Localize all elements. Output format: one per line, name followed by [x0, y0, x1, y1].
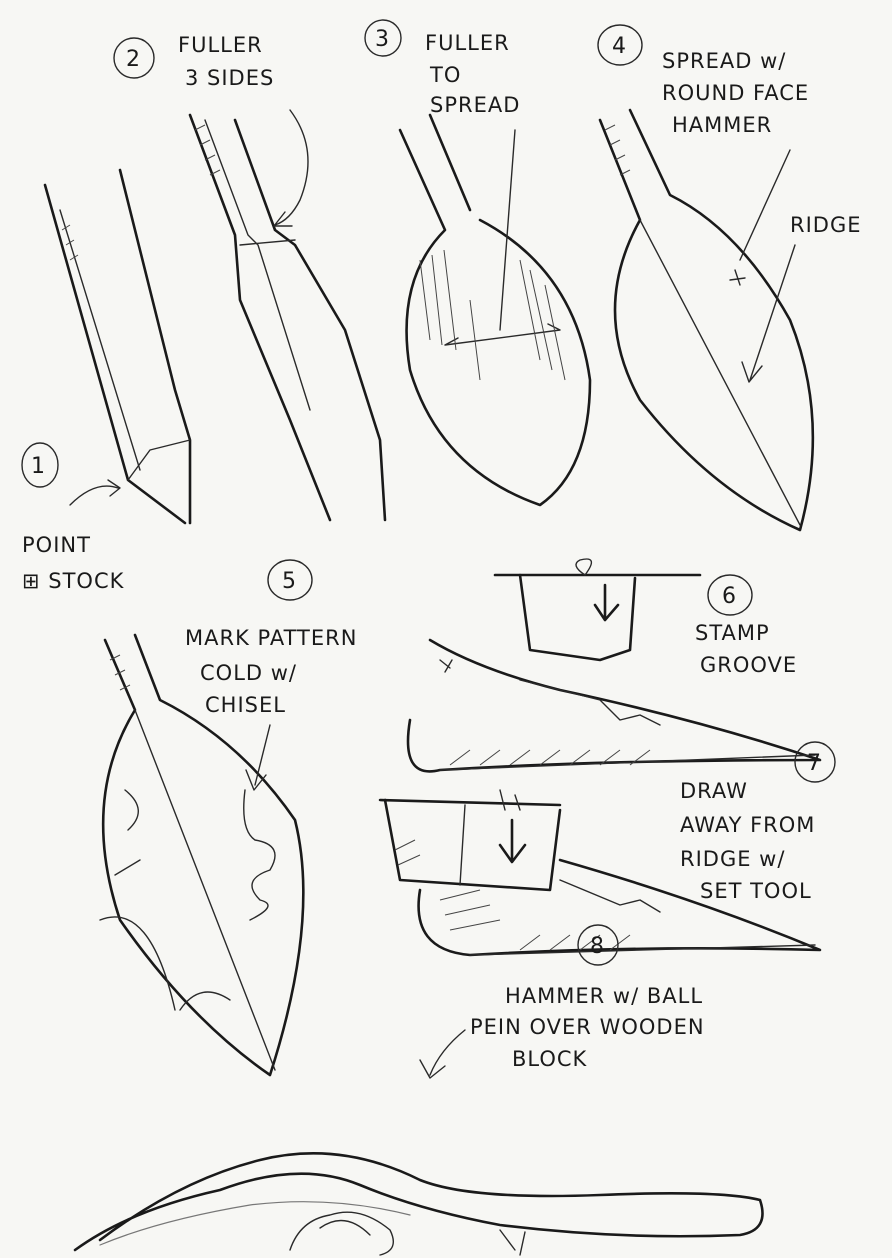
step-3-number: 3 [365, 20, 401, 56]
step-4-drawing [600, 110, 813, 530]
ridge-label: RIDGE [790, 213, 862, 237]
arrow-icon [70, 480, 120, 505]
step-8-drawing [75, 1153, 763, 1255]
svg-text:6: 6 [722, 584, 737, 609]
step-7-caption-line-4: SET TOOL [700, 879, 812, 903]
step-3-caption-line-2: TO [429, 63, 461, 87]
step-7-caption-line-1: DRAW [680, 779, 748, 803]
step-8-caption-line-2: PEIN OVER WOODEN [470, 1015, 705, 1039]
step-1-drawing [45, 170, 190, 523]
svg-text:1: 1 [31, 454, 46, 479]
arrow-icon [274, 110, 308, 226]
step-7-caption-line-2: AWAY FROM [680, 813, 815, 837]
step-7-number: 7 [795, 742, 835, 782]
arrow-icon [246, 725, 270, 790]
step-2-number: 2 [114, 38, 154, 78]
step-5-caption-line-3: CHISEL [205, 693, 286, 717]
step-8-caption-line-1: HAMMER w/ BALL [505, 984, 703, 1008]
svg-text:3: 3 [375, 27, 390, 52]
step-3-caption-line-1: FULLER [425, 31, 510, 55]
step-5-caption-line-2: COLD w/ [200, 661, 297, 685]
step-4-caption-line-2: ROUND FACE [662, 81, 809, 105]
step-2-drawing [190, 115, 385, 520]
step-1-caption-line-2: ⊞ STOCK [22, 569, 125, 593]
step-3-caption-line-3: SPREAD [430, 93, 520, 117]
step-6-caption-line-1: STAMP [695, 621, 770, 645]
svg-text:8: 8 [590, 934, 605, 959]
step-7-caption-line-3: RIDGE w/ [680, 847, 785, 871]
step-7-drawing [419, 860, 820, 955]
step-4-caption-line-1: SPREAD w/ [662, 49, 786, 73]
svg-text:2: 2 [126, 47, 141, 72]
set-tool-icon [380, 790, 560, 890]
step-6-number: 6 [708, 575, 752, 615]
step-2-caption-line-1: FULLER [178, 33, 263, 57]
step-1-caption-line-1: POINT [22, 533, 91, 557]
svg-text:4: 4 [612, 34, 627, 59]
step-2-caption-line-2: 3 SIDES [185, 66, 274, 90]
set-tool-icon [495, 559, 700, 660]
step-8-number: 8 [578, 925, 618, 965]
step-8-caption-line-3: BLOCK [512, 1047, 588, 1071]
step-1-number: 1 [22, 443, 58, 487]
step-5-number: 5 [268, 560, 312, 600]
step-3-drawing [400, 115, 590, 505]
arrow-icon [420, 1030, 465, 1078]
svg-text:5: 5 [282, 569, 297, 594]
step-6-caption-line-2: GROOVE [700, 653, 797, 677]
svg-text:7: 7 [807, 751, 822, 776]
step-4-number: 4 [598, 25, 642, 65]
step-4-caption-line-3: HAMMER [672, 113, 772, 137]
step-5-caption-line-1: MARK PATTERN [185, 626, 357, 650]
